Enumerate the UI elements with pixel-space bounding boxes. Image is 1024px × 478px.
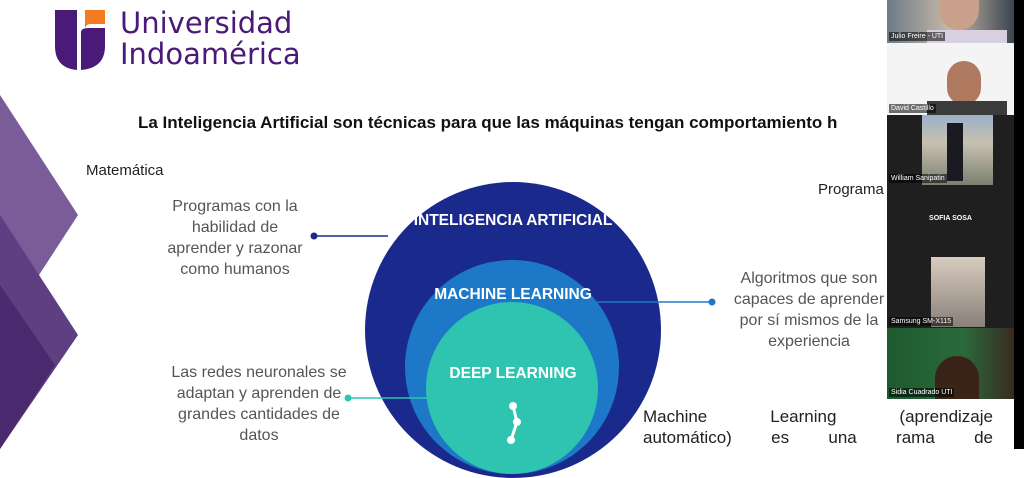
participant-name: SOFIA SOSA bbox=[929, 215, 972, 222]
bottom-text: Machine Learning (aprendizaje automático… bbox=[643, 406, 993, 448]
participant-suit bbox=[927, 101, 1007, 115]
participant-tile[interactable]: Samsung SM-X115 bbox=[887, 255, 1014, 328]
ai-description: Programas con la habilidad de aprender y… bbox=[167, 198, 303, 278]
participant-tile[interactable]: SOFIA SOSA bbox=[887, 185, 1014, 255]
participant-name: William Sanipatin bbox=[889, 174, 947, 183]
slide-title: La Inteligencia Artificial son técnicas … bbox=[138, 113, 838, 132]
brand-line-2: Indoamérica bbox=[120, 37, 301, 71]
participant-video bbox=[947, 61, 981, 105]
left-label: Matemática bbox=[86, 162, 164, 179]
dl-circle bbox=[426, 302, 598, 474]
participant-name: Samsung SM-X115 bbox=[889, 317, 954, 326]
ml-label: MACHINE LEARNING bbox=[434, 286, 592, 303]
participant-name: Sidia Cuadrado UTI bbox=[889, 388, 955, 397]
participant-shirt bbox=[927, 30, 1007, 43]
participant-video bbox=[939, 0, 979, 30]
participant-tile[interactable]: Sidia Cuadrado UTI bbox=[887, 328, 1014, 399]
bottom-text-line-2: automático) es una rama de bbox=[643, 428, 993, 447]
decorative-diamonds bbox=[0, 95, 78, 449]
participant-tile[interactable]: William Sanipatin bbox=[887, 115, 1014, 185]
neuron-icon bbox=[507, 402, 521, 444]
university-logo-icon bbox=[55, 10, 105, 70]
window-edge bbox=[1014, 0, 1024, 449]
bottom-text-line-1: Machine Learning (aprendizaje bbox=[643, 407, 993, 426]
participant-video bbox=[931, 257, 985, 327]
brand-name: Universidad Indoamérica bbox=[120, 8, 301, 70]
connector-lines bbox=[310, 232, 716, 402]
ml-description: Algoritmos que son capaces de aprender p… bbox=[733, 270, 885, 350]
participant-tile[interactable]: David Castillo bbox=[887, 43, 1014, 115]
participant-tile[interactable]: Julio Freire - UTI bbox=[887, 0, 1014, 43]
right-label: Programa bbox=[818, 181, 884, 198]
participants-panel[interactable]: Julio Freire - UTI David Castillo Willia… bbox=[887, 0, 1014, 399]
ai-label: INTELIGENCIA ARTIFICIAL bbox=[413, 212, 613, 229]
participant-figure bbox=[947, 123, 963, 181]
participant-name: Julio Freire - UTI bbox=[889, 32, 946, 41]
dl-description: Las redes neuronales se adaptan y aprend… bbox=[171, 364, 347, 444]
participant-name: David Castillo bbox=[889, 104, 936, 113]
brand-line-1: Universidad bbox=[120, 6, 293, 40]
dl-label: DEEP LEARNING bbox=[449, 365, 577, 382]
